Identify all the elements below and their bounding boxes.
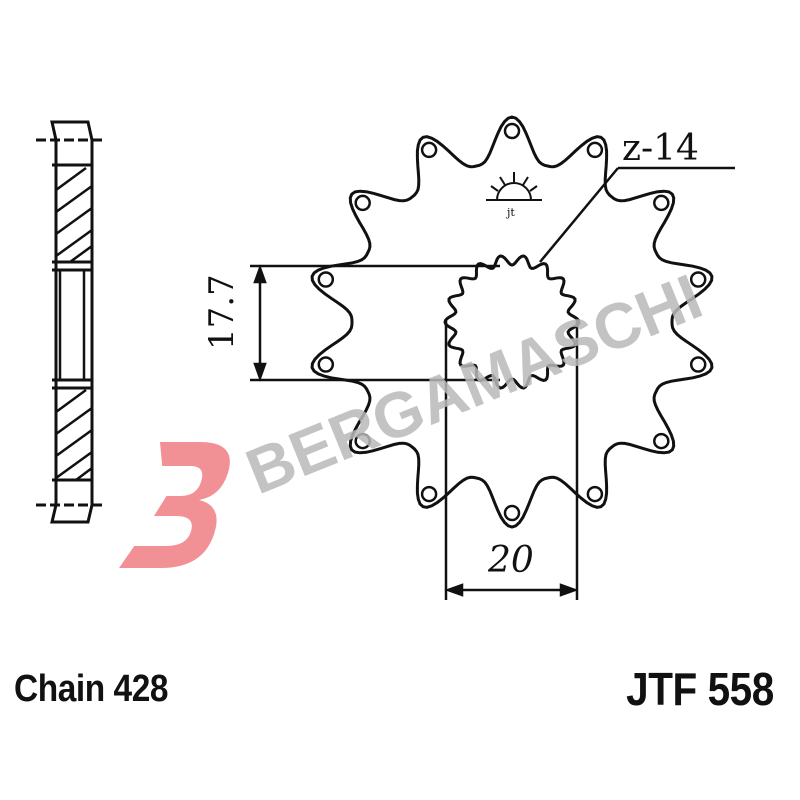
dimension-height-text: 17.7 — [202, 274, 242, 350]
sprocket-outline — [310, 115, 714, 529]
side-section-view — [36, 120, 106, 524]
part-number-label: JTF 558 — [626, 663, 774, 715]
dimension-width-text: 20 — [487, 540, 534, 581]
dimension-20 — [444, 320, 579, 600]
dimension-17-7 — [250, 264, 500, 382]
tooth-count-leader — [539, 166, 735, 263]
jt-sun-logo-icon — [486, 172, 542, 201]
chain-size-label: Chain 428 — [14, 668, 169, 710]
bergamaschi-logo-icon — [119, 442, 230, 568]
jt-caption: jt — [505, 206, 515, 219]
tooth-count-text: z-14 — [622, 128, 699, 169]
watermark-text: BERGAMASCHI — [236, 260, 711, 508]
